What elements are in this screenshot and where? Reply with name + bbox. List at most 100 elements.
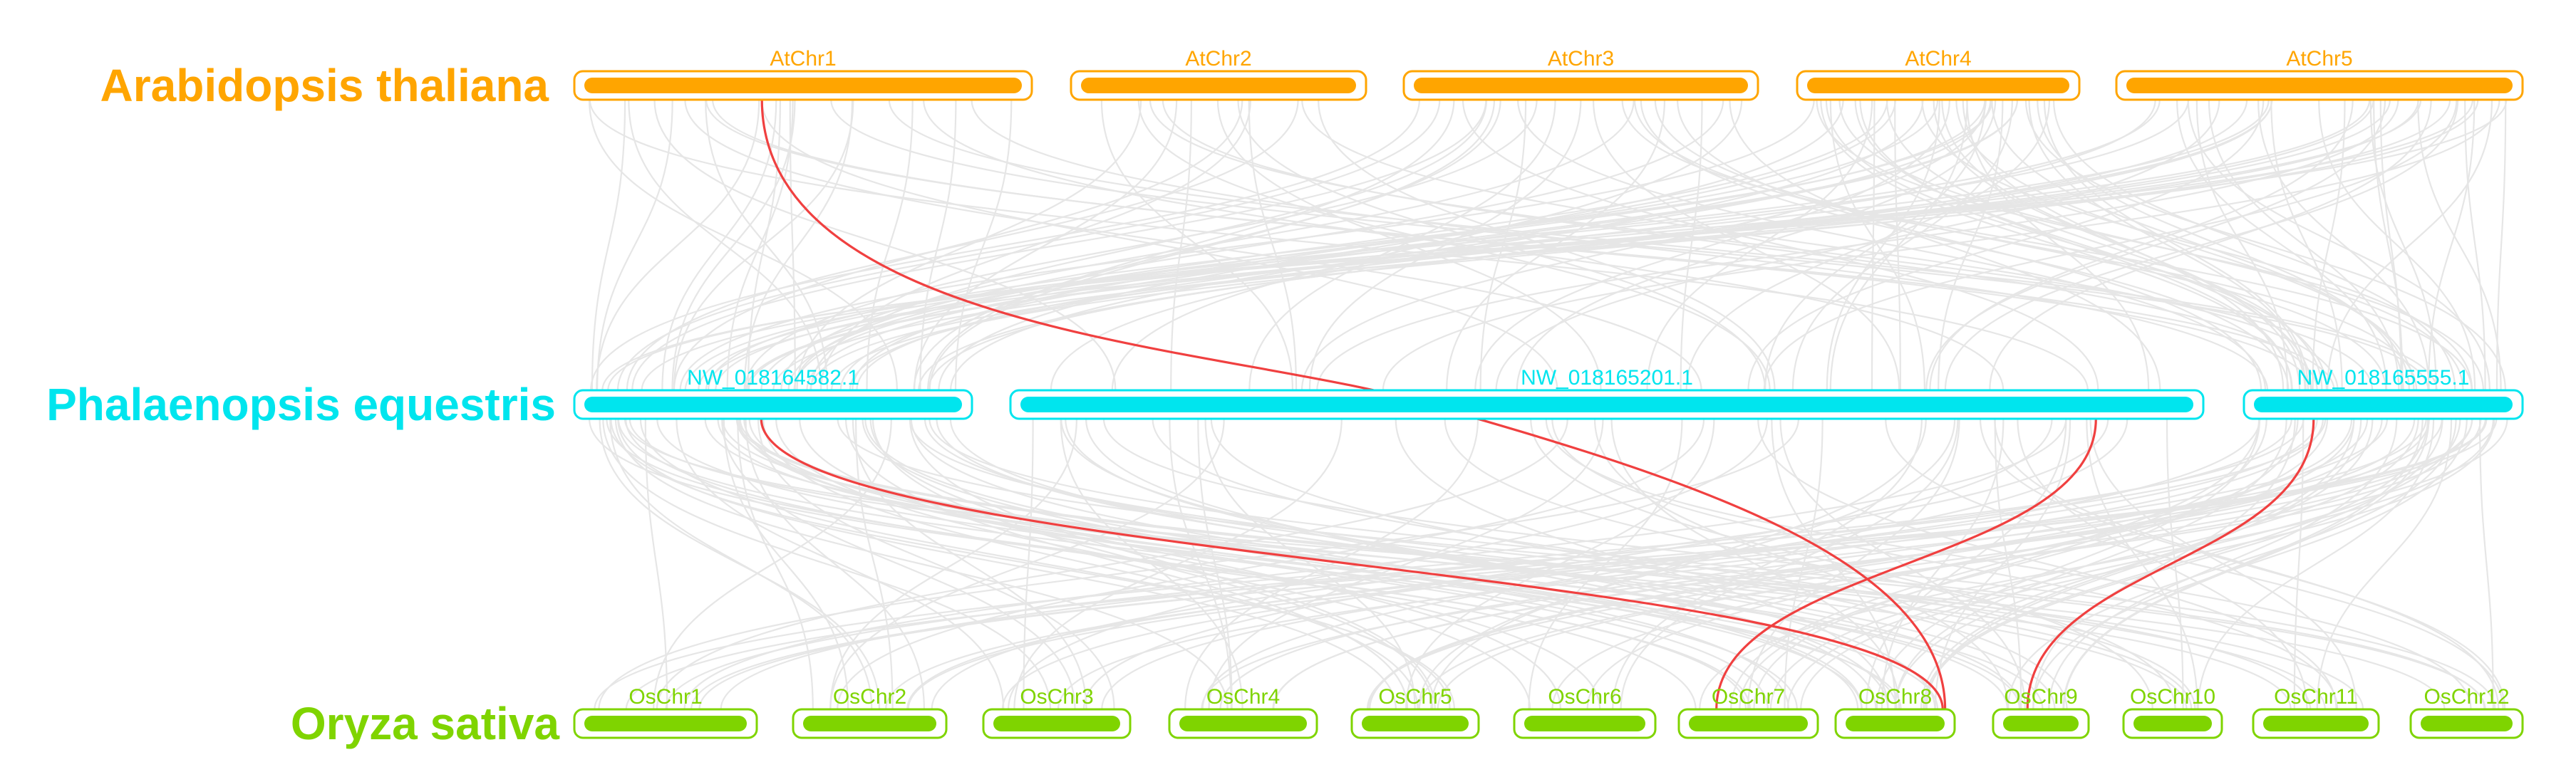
- synteny-link: [809, 99, 2419, 391]
- synteny-link: [1924, 418, 2443, 710]
- chromosome-bar: [1020, 397, 2193, 412]
- synteny-link: [739, 418, 2364, 710]
- synteny-link: [1791, 99, 2013, 391]
- synteny-link: [1418, 418, 1956, 710]
- chromosome-bar: [1081, 78, 1356, 93]
- synteny-link: [1162, 99, 2318, 391]
- chromosome-bar: [1524, 716, 1645, 731]
- synteny-link: [596, 99, 673, 391]
- synteny-link: [1757, 418, 2337, 710]
- synteny-link: [614, 418, 1228, 710]
- chromosome-label: OsChr11: [2274, 685, 2358, 709]
- synteny-link: [1994, 418, 2022, 710]
- synteny-link: [2197, 418, 2435, 710]
- synteny-link: [1680, 99, 1703, 391]
- synteny-link: [1137, 99, 1771, 391]
- synteny-link: [1685, 99, 2051, 391]
- species-label: Oryza sativa: [291, 698, 560, 749]
- synteny-link: [673, 99, 1243, 391]
- synteny-link: [1621, 99, 2473, 391]
- synteny-link: [1169, 418, 1232, 710]
- synteny-link: [598, 418, 1799, 710]
- chromosome-label: OsChr10: [2130, 685, 2215, 709]
- synteny-link: [787, 99, 1888, 391]
- synteny-link: [918, 99, 2273, 391]
- synteny-link: [1966, 99, 2150, 391]
- synteny-link: [1933, 99, 2306, 391]
- synteny-link: [599, 418, 881, 710]
- synteny-link: [1989, 99, 2432, 391]
- chromosome-label: OsChr9: [2004, 685, 2077, 709]
- synteny-link: [906, 418, 2318, 710]
- synteny-link: [1437, 418, 2482, 710]
- synteny-link: [1551, 418, 2355, 710]
- synteny-link: [723, 418, 849, 710]
- chromosome-label: AtChr5: [2286, 47, 2352, 71]
- chromosome-label: NW_018165201.1: [1521, 366, 1693, 390]
- synteny-link: [628, 99, 822, 391]
- synteny-link: [760, 99, 1558, 391]
- synteny-link: [2316, 418, 2453, 710]
- chromosome-label: AtChr4: [1905, 47, 1971, 71]
- synteny-link: [772, 99, 2479, 391]
- synteny-link: [869, 418, 1561, 710]
- synteny-link: [820, 99, 1251, 391]
- synteny-link: [1816, 99, 2484, 391]
- synteny-link: [1829, 99, 1925, 391]
- chromosome-label: AtChr2: [1185, 47, 1251, 71]
- synteny-link: [2187, 99, 2490, 391]
- synteny-link: [588, 99, 898, 391]
- synteny-link: [743, 418, 1769, 710]
- synteny-link: [1050, 99, 1924, 391]
- synteny-link: [829, 418, 1077, 710]
- synteny-link: [1366, 418, 2473, 710]
- synteny-link: [1894, 418, 2287, 710]
- synteny-link: [1991, 99, 2410, 391]
- synteny-link: [927, 99, 2248, 391]
- chromosome-label: NW_018165555.1: [2297, 366, 2470, 390]
- synteny-link: [1248, 99, 1556, 391]
- synteny-link: [1248, 99, 1298, 391]
- synteny-link: [1308, 99, 1582, 391]
- synteny-link: [1854, 99, 2312, 391]
- synteny-link: [1769, 418, 2419, 710]
- chromosome-bar: [2133, 716, 2212, 731]
- synteny-link: [1886, 99, 2323, 391]
- synteny-link: [1747, 99, 2265, 391]
- synteny-link: [829, 418, 1225, 710]
- synteny-link: [839, 99, 2019, 391]
- chromosome-bar: [1846, 716, 1945, 731]
- chromosome-bar: [584, 397, 962, 412]
- synteny-link: [950, 99, 1992, 391]
- synteny-link: [1237, 99, 1767, 391]
- synteny-link: [2032, 418, 2296, 710]
- synteny-link: [2312, 99, 2346, 391]
- synteny-link: [1894, 418, 2374, 710]
- synteny-link: [737, 418, 814, 710]
- chromosome-label: OsChr5: [1378, 685, 1452, 709]
- synteny-link: [2017, 418, 2308, 710]
- synteny-link: [1368, 418, 2353, 710]
- chromosome-label: OsChr4: [1206, 685, 1280, 709]
- synteny-link: [1057, 418, 2443, 710]
- chromosome-bar: [1689, 716, 1808, 731]
- chromosome-label: OsChr7: [1712, 685, 1785, 709]
- synteny-link: [2479, 418, 2494, 710]
- synteny-link: [1633, 99, 2418, 391]
- synteny-link: [671, 99, 796, 391]
- synteny-link: [866, 99, 914, 391]
- chromosome-bar: [1807, 78, 2069, 93]
- synteny-link: [757, 418, 1115, 710]
- chromosome-label: NW_018164582.1: [687, 366, 859, 390]
- chromosome-bar: [2254, 397, 2513, 412]
- synteny-link: [775, 418, 1531, 710]
- chromosome-bar: [1362, 716, 1469, 731]
- synteny-link: [720, 418, 2292, 710]
- synteny-link: [1871, 99, 1876, 391]
- synteny-link: [1929, 99, 2354, 391]
- synteny-link: [601, 99, 2508, 391]
- synteny-link: [705, 99, 828, 391]
- synteny-link: [852, 99, 1896, 391]
- chromosome-bar: [584, 716, 747, 731]
- synteny-link: [1395, 418, 1889, 710]
